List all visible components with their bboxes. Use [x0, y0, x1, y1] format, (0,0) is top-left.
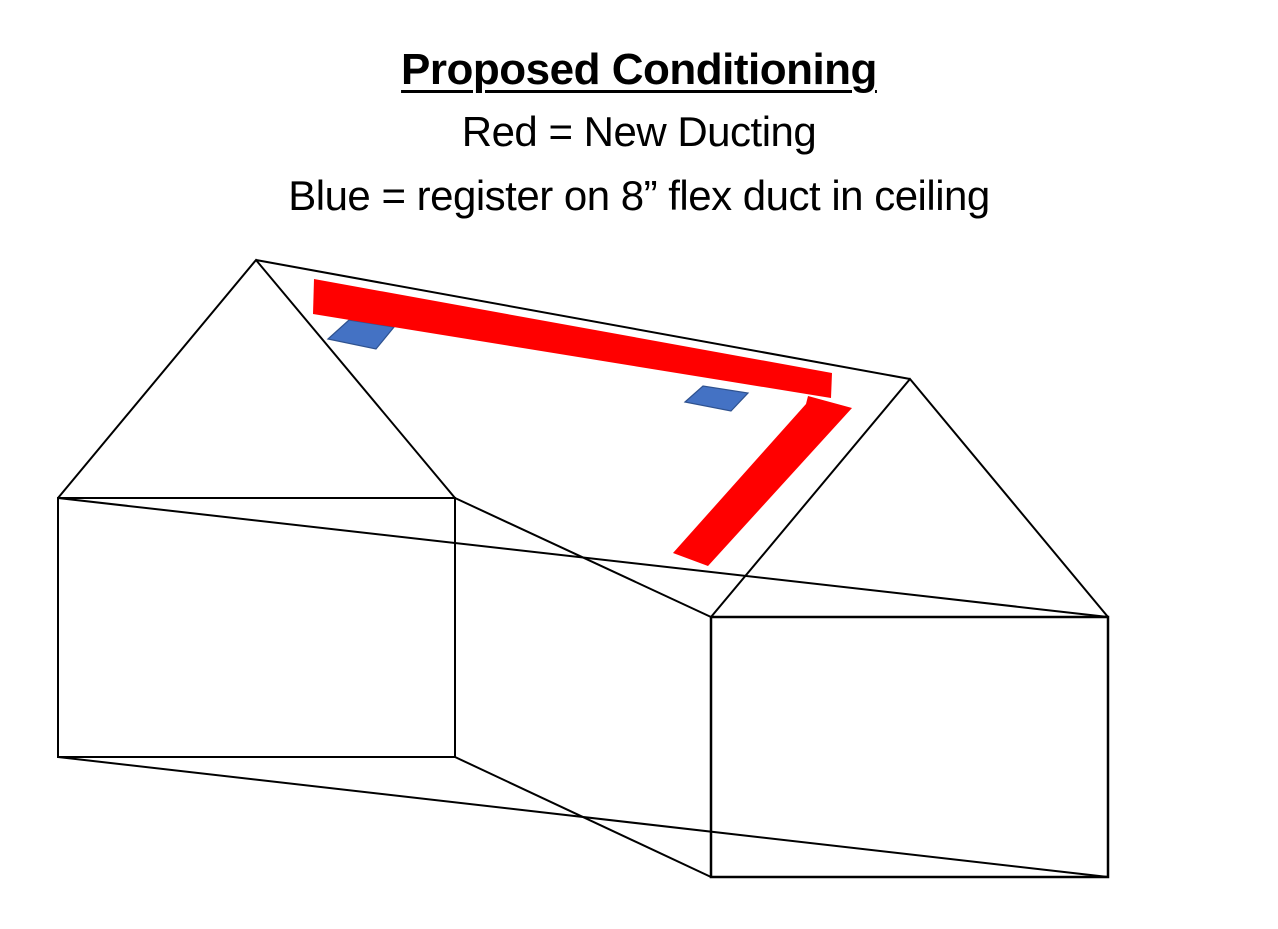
rear-wall: [709, 615, 1110, 879]
slide-title: Proposed Conditioning: [401, 45, 877, 94]
slide-header: Proposed Conditioning Red = New Ducting …: [0, 40, 1278, 228]
house-wireframe: [57, 258, 1110, 879]
eave-right: [454, 497, 712, 618]
duct-trunk: [313, 279, 832, 398]
roof-ridge: [255, 259, 911, 380]
base-right: [454, 756, 712, 878]
new-ducting: [313, 279, 852, 566]
legend-blue: Blue = register on 8” flex duct in ceili…: [288, 172, 990, 219]
registers: [326, 319, 750, 412]
front-wall: [57, 497, 456, 758]
duct-branch: [673, 396, 852, 566]
rear-gable: [710, 377, 1109, 618]
ceiling-register-2: [683, 385, 750, 412]
legend-red: Red = New Ducting: [461, 108, 817, 155]
